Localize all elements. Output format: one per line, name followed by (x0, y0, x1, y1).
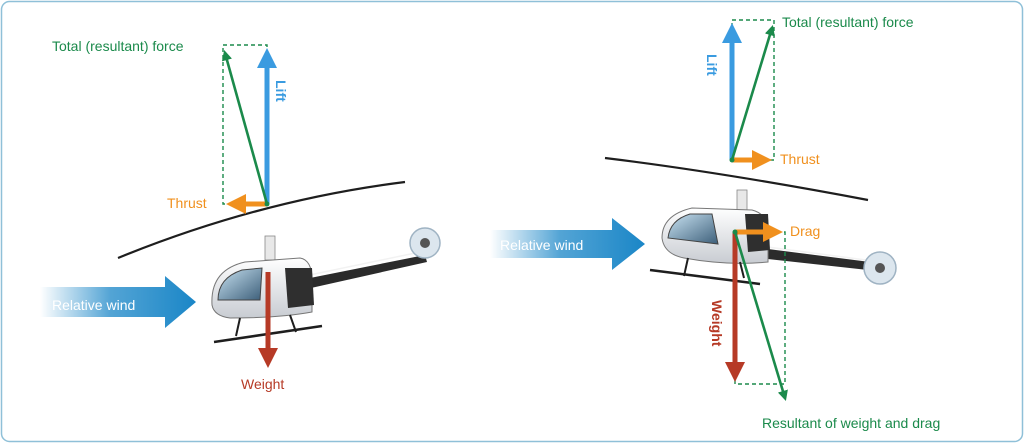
left-panel: Relative wind Lift (40, 38, 441, 392)
relative-wind-label-left: Relative wind (52, 297, 135, 313)
total-force-label-left: Total (resultant) force (52, 38, 184, 54)
right-panel: Relative wind Lift Thrus (490, 14, 940, 431)
lift-label-right: Lift (704, 54, 720, 76)
total-force-label-right: Total (resultant) force (782, 14, 914, 30)
force-origin-right-bottom (732, 229, 738, 235)
resultant-weight-drag-arrow (733, 231, 788, 401)
thrust-label-left: Thrust (167, 195, 207, 211)
thrust-label-right: Thrust (780, 151, 820, 167)
force-origin-left (264, 201, 270, 207)
resultant-weight-drag-label: Resultant of weight and drag (762, 415, 940, 431)
lift-label-left: Lift (273, 80, 289, 102)
force-parallelogram-right-top (731, 19, 775, 161)
force-origin-right-top (729, 157, 735, 163)
total-force-arrow-left (221, 49, 269, 205)
drag-label-right: Drag (790, 223, 820, 239)
weight-label-right: Weight (709, 300, 725, 347)
relative-wind-label-right: Relative wind (500, 237, 583, 253)
relative-wind-arrow-left (40, 276, 196, 328)
total-force-arrow-right (730, 25, 775, 161)
weight-label-left: Weight (241, 376, 284, 392)
relative-wind-arrow-right (490, 218, 645, 270)
